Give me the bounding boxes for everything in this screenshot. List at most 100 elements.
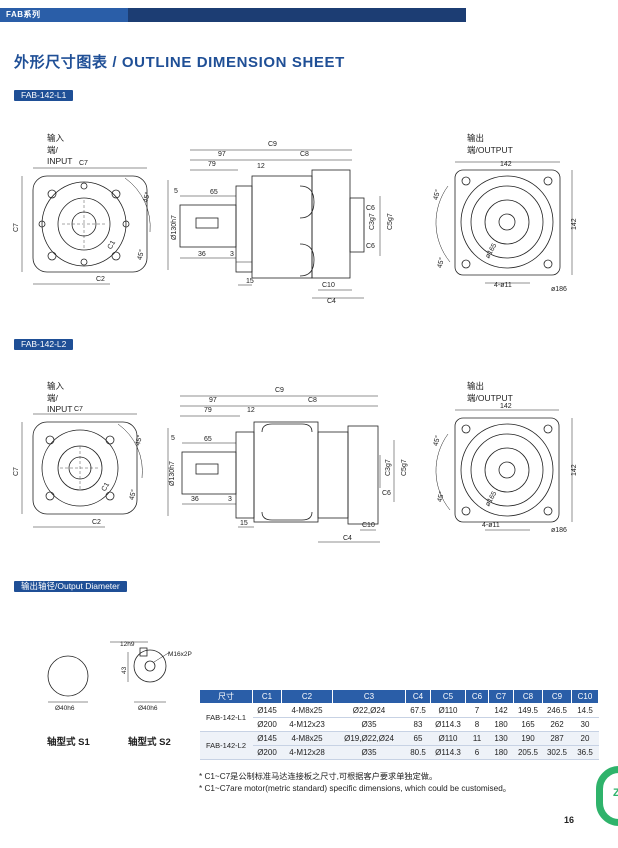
- table-cell: Ø114.3: [430, 745, 466, 760]
- l2-dim-c7-top: C7: [74, 406, 83, 413]
- table-cell: 4-M12x23: [281, 717, 333, 732]
- l1-dim-142-side: 142: [571, 218, 578, 230]
- shaft-drawings: Ø40h6 Ø40h6 12h9 43 M16x2P: [47, 641, 192, 712]
- table-cell: Ø200: [252, 717, 282, 732]
- shaft-s2-thread: M16x2P: [168, 651, 192, 658]
- l2-dim-15: 15: [240, 520, 248, 527]
- l2-dim-c6: C6: [382, 490, 391, 497]
- table-model-cell: FAB-142-L1: [199, 703, 253, 732]
- shaft-s1-dia: Ø40h6: [55, 705, 75, 712]
- table-cell: 149.5: [513, 703, 543, 718]
- l1-dim-142-top: 142: [500, 161, 512, 168]
- l1-dim-45b: 45°: [136, 248, 147, 260]
- shaft-s2-circle: [133, 649, 167, 683]
- l2-dim-12: 12: [247, 407, 255, 414]
- table-cell: Ø145: [252, 703, 282, 718]
- input-view-label-l2: 输入端/ INPUT: [47, 381, 73, 414]
- note-chinese: * C1~C7是公制标准马达连接板之尺寸,可根据客户要求单独定做。: [199, 772, 438, 781]
- table-header-cell: C10: [571, 689, 599, 704]
- table-header-cell: C7: [488, 689, 514, 704]
- shaft-s2-key-height: 43: [121, 666, 128, 674]
- table-cell: 4-M8x25: [281, 731, 333, 746]
- table-cell: 67.5: [405, 703, 431, 718]
- table-cell: 11: [465, 731, 489, 746]
- l2-dim-c8: C8: [308, 397, 317, 404]
- table-header-cell: C5: [430, 689, 466, 704]
- l1-dim-c9: C9: [268, 141, 277, 148]
- table-cell: Ø145: [252, 731, 282, 746]
- l2-dim-c1: C1: [101, 481, 112, 492]
- table-cell: 30: [571, 717, 599, 732]
- table-cell: 4-M12x28: [281, 745, 333, 760]
- page-number: 16: [563, 815, 574, 825]
- table-cell: Ø114.3: [430, 717, 466, 732]
- table-cell: 20: [571, 731, 599, 746]
- l1-dim-4-11: 4-ø11: [494, 282, 512, 289]
- table-row: Ø200 4-M12x23 Ø35 83 Ø114.3 8 180 165 26…: [200, 717, 599, 732]
- l2-dim-5: 5: [171, 435, 175, 442]
- table-cell: 6: [465, 745, 489, 760]
- table-header-cell: C8: [513, 689, 543, 704]
- shaft-s2-key-width: 12h9: [120, 641, 135, 648]
- l1-dim-45a: 45°: [141, 191, 152, 203]
- output-view-label-l2: 输出端/OUTPUT: [467, 381, 513, 403]
- l1-dim-c1: C1: [107, 239, 118, 250]
- section-tag-l2: FAB-142-L2: [14, 339, 74, 350]
- shaft-s1-label: 轴型式 S1: [47, 737, 90, 748]
- shaft-s2-label: 轴型式 S2: [128, 737, 171, 748]
- l2-dim-65: 65: [204, 436, 212, 443]
- l1-dim-79: 79: [208, 161, 216, 168]
- table-cell: Ø110: [430, 731, 466, 746]
- l2-dim-c10: C10: [362, 522, 375, 529]
- series-label: FAB系列: [6, 10, 41, 19]
- table-cell: 130: [488, 731, 514, 746]
- table-cell: Ø35: [332, 717, 406, 732]
- table-cell: 246.5: [542, 703, 572, 718]
- table-cell: 302.5: [542, 745, 572, 760]
- note-english: * C1~C7are motor(metric standard) specif…: [199, 784, 511, 793]
- l1-dim-c8: C8: [300, 151, 309, 158]
- l2-dim-c7-side: C7: [13, 467, 20, 476]
- l1-dim-c7-top: C7: [79, 160, 88, 167]
- l1-dim-65: 65: [210, 189, 218, 196]
- table-header-cell: 尺寸: [199, 689, 253, 704]
- table-header-cell: C3: [332, 689, 406, 704]
- l2-dim-45b: 45°: [128, 488, 139, 500]
- table-cell: Ø35: [332, 745, 406, 760]
- l2-drawing-svg: C7 C7 C2 C1 45° 45° C9 97 79 12 C8 5 65 …: [13, 387, 578, 543]
- table-row: FAB-142-L2 Ø145 4-M8x25 Ø19,Ø22,Ø24 65 Ø…: [199, 731, 599, 760]
- table-header-cell: C9: [542, 689, 572, 704]
- table-cell: 142: [488, 703, 514, 718]
- table-cell: Ø200: [252, 745, 282, 760]
- l1-dim-15: 15: [246, 278, 254, 285]
- l2-dim-130: Ø130h7: [169, 461, 176, 486]
- l2-dim-142-side: 142: [571, 464, 578, 476]
- table-cell: 180: [488, 745, 514, 760]
- l2-dim-79: 79: [204, 407, 212, 414]
- l1-dim-186: ø186: [551, 286, 567, 293]
- input-view-label: 输入端/ INPUT: [47, 133, 73, 166]
- l1-input-flange: [32, 175, 148, 273]
- shaft-s1-circle: [47, 655, 89, 697]
- l1-input-bore-circle: [41, 181, 127, 267]
- table-header-cell: C6: [465, 689, 489, 704]
- l1-dim-c6: C6: [366, 243, 375, 250]
- l1-dim-c3: C3g7: [369, 213, 376, 230]
- table-header-cell: C4: [405, 689, 431, 704]
- table-cell: 180: [488, 717, 514, 732]
- l2-dim-45a: 45°: [134, 434, 145, 446]
- l1-dim-5: 5: [174, 188, 178, 195]
- table-header-cell: C1: [252, 689, 282, 704]
- table-cell: 190: [513, 731, 543, 746]
- l2-dim-c5: C5g7: [401, 459, 408, 476]
- l2-dim-36: 36: [191, 496, 199, 503]
- l1-dim-c5: C5g7: [387, 213, 394, 230]
- l1-dim-c4: C4: [327, 298, 336, 305]
- l2-dim-165: ø165: [484, 490, 498, 507]
- l2-dim-c9: C9: [275, 387, 284, 394]
- table-row: Ø200 4-M12x28 Ø35 80.5 Ø114.3 6 180 205.…: [200, 745, 599, 760]
- table-cell: 8: [465, 717, 489, 732]
- l2-dim-c2: C2: [92, 519, 101, 526]
- table-model-cell: FAB-142-L2: [199, 731, 253, 760]
- green-badge-icon: Z: [596, 766, 618, 826]
